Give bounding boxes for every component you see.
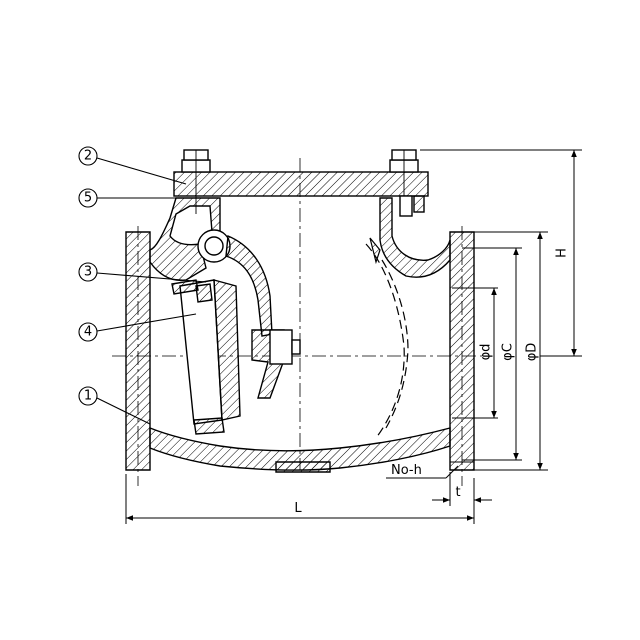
dim-length-label: L: [294, 501, 302, 516]
dim-bolt-circle-label: φC: [501, 343, 516, 361]
dim-thickness-label: t: [455, 485, 460, 500]
dim-bore-label: φd: [479, 344, 494, 361]
dim-flange-od-label: φD: [525, 343, 540, 362]
dimension-lines: [125, 149, 582, 524]
seat-ring: [171, 279, 225, 435]
right-flange: [449, 231, 475, 471]
balloon-2: 2: [84, 149, 92, 164]
balloon-3: 3: [84, 265, 92, 280]
disc-nut: [269, 329, 301, 365]
open-disc-edge: [369, 237, 381, 265]
open-disc-outline: [365, 243, 409, 439]
hinge-pin: [197, 229, 231, 263]
balloon-1: 1: [84, 389, 92, 404]
valve-disc: [179, 279, 241, 425]
balloon-5: 5: [84, 191, 92, 206]
dim-holes-label: No-h: [391, 463, 422, 478]
left-flange: [125, 231, 151, 471]
part-balloons: [78, 146, 207, 425]
dim-height-label: H: [555, 248, 570, 258]
balloon-4: 4: [84, 325, 92, 340]
bonnet-cover: [173, 149, 429, 217]
